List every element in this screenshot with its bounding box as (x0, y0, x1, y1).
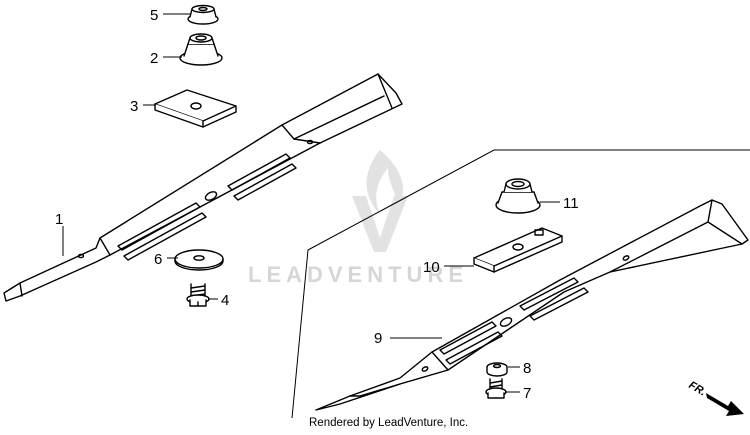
part-5-bushing (187, 4, 219, 25)
render-credit: Rendered by LeadVenture, Inc. (309, 417, 468, 429)
part-2-adapter (179, 33, 223, 66)
group-frame (291, 149, 750, 419)
callout-4: 4 (221, 292, 229, 309)
front-arrow-icon (706, 393, 744, 416)
part-10-plate (473, 227, 563, 273)
watermark: LEADVENTURE (248, 150, 468, 287)
callout-6: 6 (154, 251, 162, 268)
part-8-nut (486, 362, 508, 377)
watermark-flame-icon (352, 150, 408, 252)
part-3-plate (154, 89, 237, 128)
blade-left (3, 73, 403, 302)
watermark-text: LEADVENTURE (248, 262, 468, 287)
part-4-bolt (186, 283, 210, 307)
blade-right (315, 199, 749, 411)
callout-5: 5 (150, 7, 158, 24)
part-6-washer (174, 249, 224, 271)
leader-lines (62, 13, 560, 393)
callout-8: 8 (523, 360, 531, 377)
part-7-bolt (485, 378, 507, 399)
callout-1: 1 (55, 211, 63, 228)
callout-11: 11 (563, 195, 579, 212)
callout-7: 7 (523, 385, 531, 402)
callout-9: 9 (374, 330, 382, 347)
part-11-adapter (495, 178, 541, 214)
callout-10: 10 (423, 259, 440, 276)
front-label: FR. (687, 379, 708, 398)
callout-2: 2 (150, 50, 158, 67)
callout-3: 3 (130, 98, 138, 115)
front-direction-indicator: FR. (687, 379, 744, 416)
